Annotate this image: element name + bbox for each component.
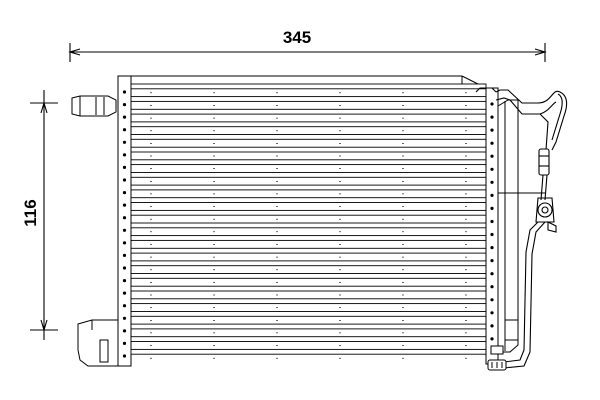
core-tube: [130, 209, 487, 216]
core-tube: [130, 311, 487, 317]
header-hole: [490, 272, 494, 276]
core-tube: [130, 348, 487, 355]
receiver-dryer: [497, 99, 545, 353]
core-tube: [130, 285, 487, 292]
width-dimension-label: 345: [283, 28, 311, 47]
header-hole: [490, 337, 494, 341]
header-hole: [122, 90, 127, 94]
core-tube: [130, 159, 487, 166]
refrigerant-pipe-lower: [503, 174, 548, 369]
header-hole: [122, 140, 127, 144]
header-hole: [122, 128, 127, 132]
core-tube: [130, 323, 487, 330]
core-tube: [130, 298, 487, 305]
left-top-bracket: [71, 95, 117, 117]
header-hole: [122, 291, 127, 295]
header-hole: [122, 253, 127, 257]
left-header-holes: [122, 90, 127, 358]
core-tube: [130, 197, 487, 203]
refrigerant-pipe-upper: [475, 87, 568, 151]
header-hole: [122, 165, 127, 169]
core-tube: [130, 336, 487, 342]
header-hole: [122, 191, 127, 195]
header-hole: [490, 180, 494, 184]
pressure-switch-fitting: [535, 148, 557, 233]
header-hole: [490, 298, 494, 302]
header-hole: [122, 341, 127, 345]
header-hole: [122, 354, 127, 358]
core-tube: [130, 96, 487, 102]
header-hole: [122, 153, 127, 157]
outlet-fitting: [487, 345, 507, 371]
header-hole: [122, 228, 127, 232]
header-hole: [122, 115, 127, 119]
header-hole: [490, 206, 494, 210]
header-hole: [122, 241, 127, 245]
core-tube: [130, 83, 487, 90]
header-hole: [490, 285, 494, 289]
core-tube: [130, 222, 487, 229]
header-hole: [490, 154, 494, 158]
header-hole: [490, 102, 494, 106]
core-tube: [130, 184, 487, 191]
header-hole: [490, 193, 494, 197]
header-hole: [122, 266, 127, 270]
header-hole: [490, 219, 494, 224]
header-hole: [122, 304, 127, 308]
header-hole: [490, 232, 494, 237]
core-tube: [130, 273, 487, 279]
header-hole: [490, 246, 494, 250]
core-tube: [130, 260, 487, 267]
core-tube: [130, 146, 487, 153]
header-hole: [122, 279, 127, 283]
core-tubes: [130, 83, 487, 359]
core-tube: [130, 172, 487, 178]
header-hole: [122, 203, 127, 207]
header-hole: [122, 103, 127, 107]
left-bottom-bracket: [77, 319, 119, 367]
header-hole: [122, 316, 127, 320]
height-dimension: [30, 90, 58, 340]
header-hole: [490, 259, 494, 263]
header-hole: [490, 141, 494, 145]
left-header-tank: [117, 75, 132, 367]
header-hole: [122, 178, 127, 182]
core-tube: [130, 121, 487, 128]
header-hole: [490, 311, 494, 315]
core-tube: [130, 235, 487, 241]
height-dimension-label: 116: [21, 199, 40, 226]
header-hole: [122, 329, 127, 333]
header-hole: [490, 324, 494, 328]
core-tube: [130, 108, 487, 115]
core-tube: [130, 247, 487, 254]
width-dimension: [68, 43, 547, 62]
core-tube: [130, 134, 487, 140]
header-hole: [490, 128, 494, 132]
header-hole: [122, 216, 127, 220]
header-hole: [490, 115, 494, 119]
header-hole: [490, 167, 494, 171]
